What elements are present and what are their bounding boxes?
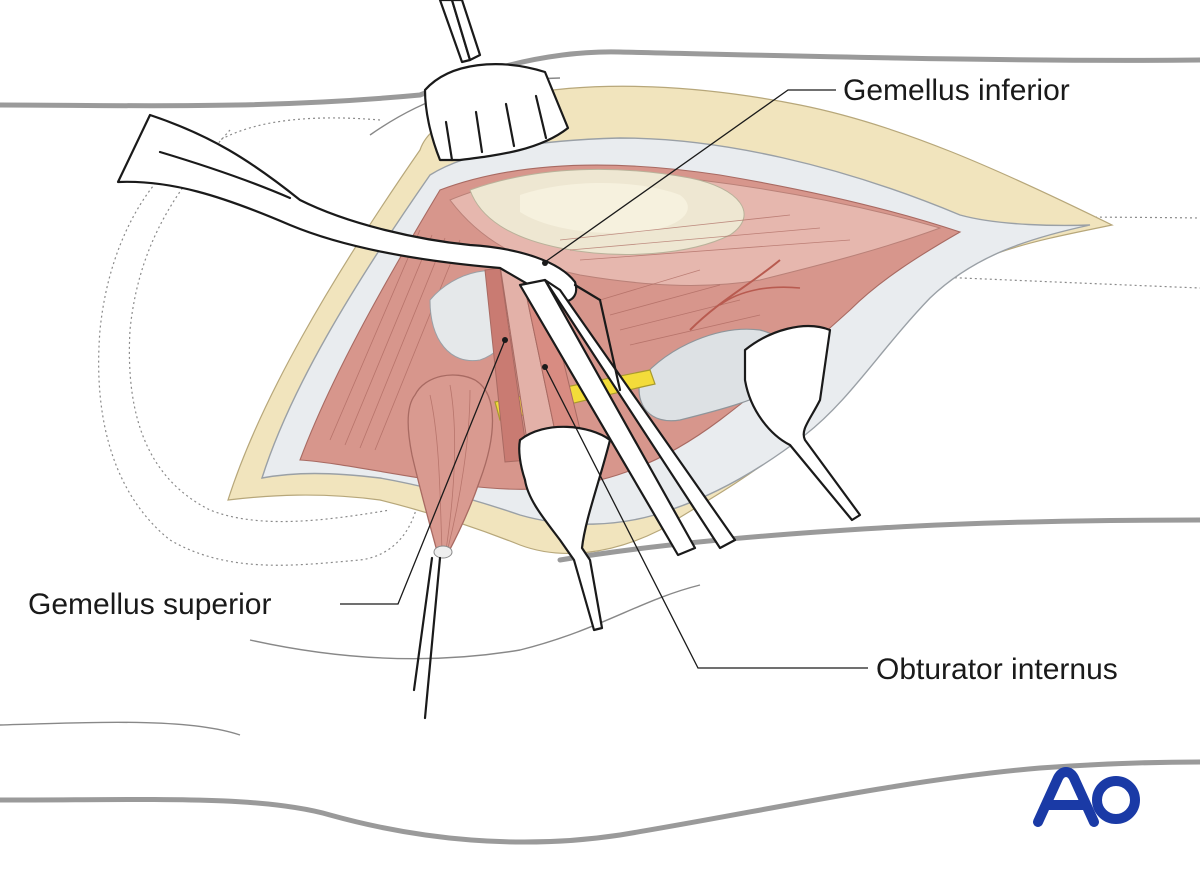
skin-outline (0, 49, 1200, 845)
gemellus-superior-muscle (407, 374, 494, 556)
label-obturator-internus: Obturator internus (876, 653, 1118, 686)
label-gemellus-inferior: Gemellus inferior (843, 74, 1070, 107)
leader-dot-obturator-internus (542, 364, 548, 370)
instruments (116, 0, 862, 720)
leader-lines (340, 89, 868, 669)
leader-gemellus-superior (340, 339, 506, 605)
label-gemellus-superior: Gemellus superior (28, 588, 271, 621)
leader-obturator-internus (544, 366, 868, 669)
leader-dot-gemellus-inferior (542, 260, 548, 266)
leader-dot-gemellus-superior (502, 337, 508, 343)
leader-gemellus-inferior (544, 89, 836, 263)
ao-logo (1033, 767, 1140, 827)
